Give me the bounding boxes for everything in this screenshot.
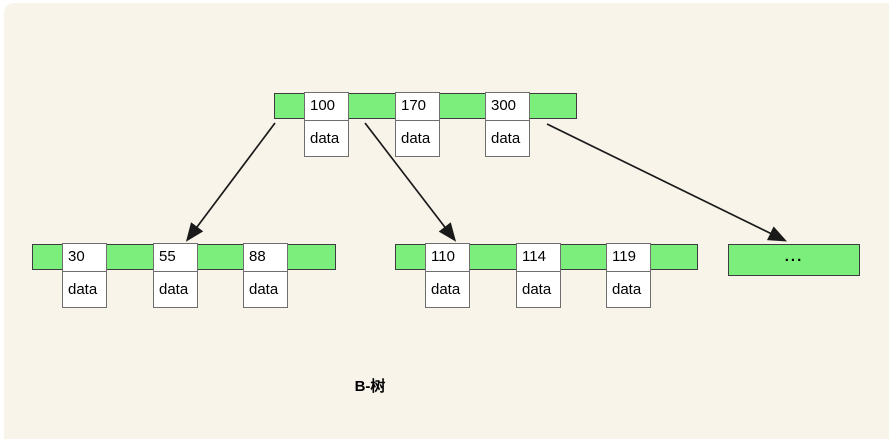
data-cell: data: [606, 271, 651, 308]
key-cell: 55: [153, 243, 198, 272]
data-cell: data: [153, 271, 198, 308]
data-cell: data: [485, 120, 530, 157]
key-cell: 170: [395, 92, 440, 121]
key-cell: 114: [516, 243, 561, 272]
root-cell-3: 300 data: [485, 92, 530, 157]
root-cell-2: 170 data: [395, 92, 440, 157]
data-cell: data: [243, 271, 288, 308]
data-cell: data: [425, 271, 470, 308]
key-cell: 100: [304, 92, 349, 121]
middle-child-cell-3: 119 data: [606, 243, 651, 308]
key-cell: 300: [485, 92, 530, 121]
middle-child-cell-2: 114 data: [516, 243, 561, 308]
left-child-cell-2: 55 data: [153, 243, 198, 308]
btree-child-node-right: ...: [728, 244, 860, 276]
data-cell: data: [304, 120, 349, 157]
key-cell: 30: [62, 243, 107, 272]
data-cell: data: [395, 120, 440, 157]
diagram-caption: B-树: [354, 378, 386, 395]
middle-child-cell-1: 110 data: [425, 243, 470, 308]
data-cell: data: [516, 271, 561, 308]
left-child-cell-3: 88 data: [243, 243, 288, 308]
key-cell: 88: [243, 243, 288, 272]
key-cell: 119: [606, 243, 651, 272]
key-cell: 110: [425, 243, 470, 272]
canvas-background: [4, 3, 889, 439]
left-child-cell-1: 30 data: [62, 243, 107, 308]
data-cell: data: [62, 271, 107, 308]
root-cell-1: 100 data: [304, 92, 349, 157]
